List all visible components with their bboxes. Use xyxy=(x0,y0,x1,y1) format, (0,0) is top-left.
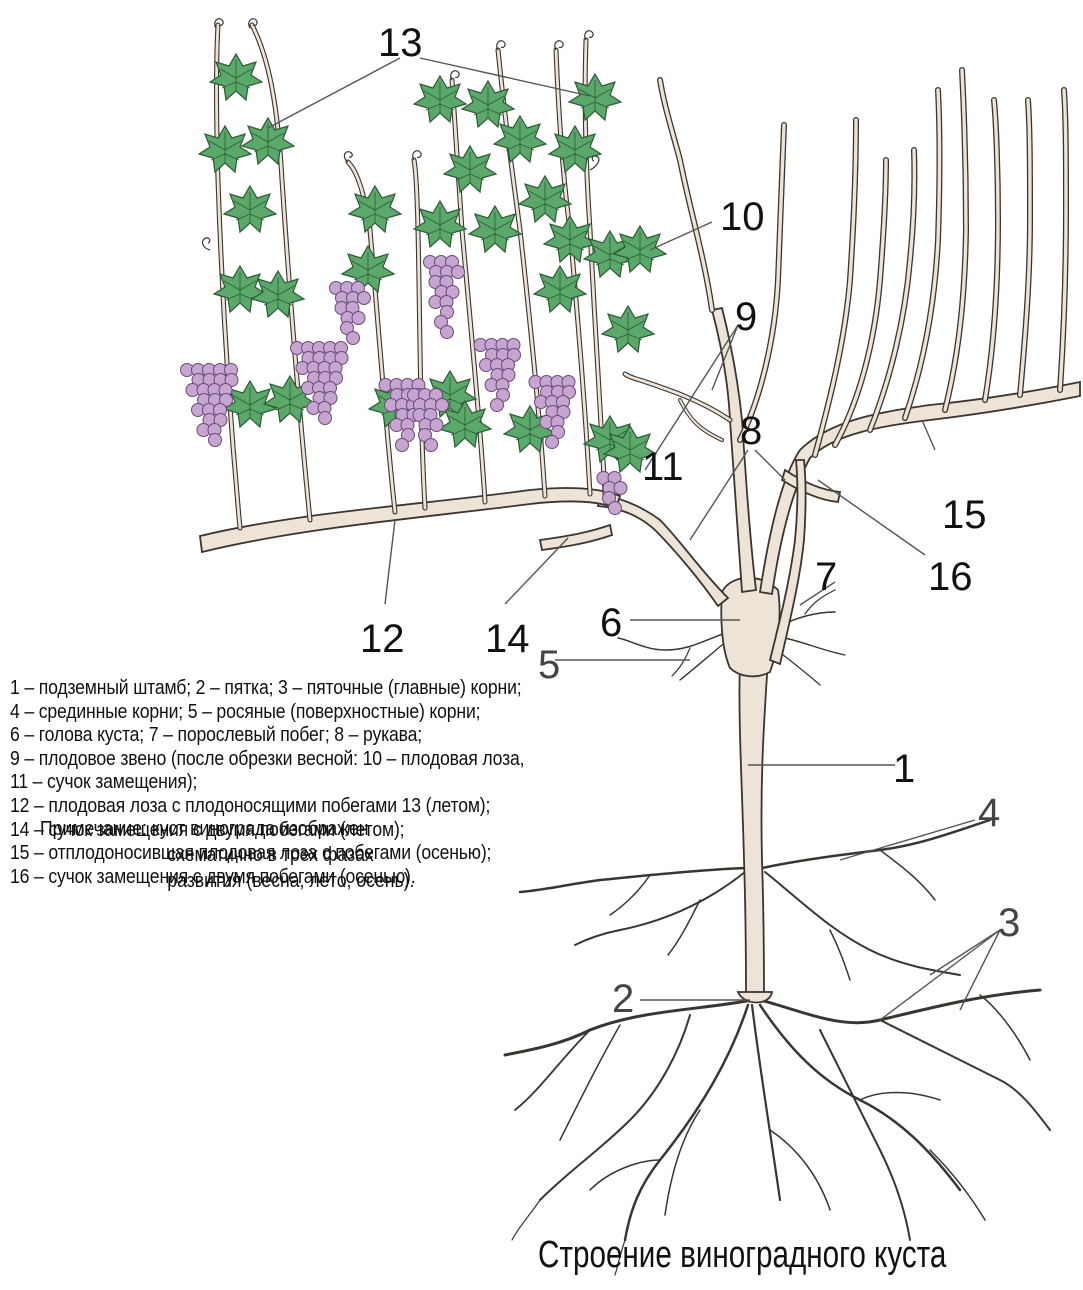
callout-6: 6 xyxy=(600,601,622,645)
callout-9: 9 xyxy=(735,295,757,339)
legend-line: 6 – голова куста; 7 – порослевый побег; … xyxy=(10,723,578,747)
grape-berry xyxy=(614,482,627,495)
callout-8: 8 xyxy=(740,409,762,453)
grape-cluster xyxy=(330,282,371,345)
grape-berry xyxy=(609,502,622,515)
grape-cluster xyxy=(181,364,239,447)
callout-16: 16 xyxy=(928,555,973,599)
note: Примечание: куст винограда изображен схе… xyxy=(40,816,487,894)
callout-10: 10 xyxy=(720,195,765,239)
legend-line: 1 – подземный штамб; 2 – пятка; 3 – пято… xyxy=(10,676,578,700)
grape-berry xyxy=(441,326,454,339)
grape-cluster xyxy=(424,256,465,339)
grape-berry xyxy=(319,412,332,425)
grape-berry xyxy=(452,266,465,279)
callout-14: 14 xyxy=(485,617,530,661)
callout-1: 1 xyxy=(893,747,915,791)
grape-berry xyxy=(358,292,371,305)
grape-berry xyxy=(491,399,504,412)
callout-4: 4 xyxy=(978,791,1000,835)
callout-11: 11 xyxy=(642,445,684,489)
note-line-3: развития (весна, лето, осень). xyxy=(40,868,487,894)
grape-berry xyxy=(352,312,365,325)
callout-2: 2 xyxy=(612,977,634,1021)
legend-line: 11 – сучок замещения); xyxy=(10,770,578,794)
callout-3: 3 xyxy=(998,901,1020,945)
note-line-1: Примечание: куст винограда изображен xyxy=(40,816,487,842)
legend-line: 9 – плодовое звено (после обрезки весной… xyxy=(10,747,578,771)
grape-berry xyxy=(546,436,559,449)
roots xyxy=(505,590,1050,1275)
grape-berry xyxy=(430,419,443,432)
trunk xyxy=(200,308,1080,1003)
callout-12: 12 xyxy=(360,617,405,661)
callout-13: 13 xyxy=(378,21,423,65)
grape-berry xyxy=(209,434,222,447)
callout-15: 15 xyxy=(942,493,987,537)
grape-berry xyxy=(425,439,438,452)
legend-line: 12 – плодовая лоза с плодоносящими побег… xyxy=(10,794,578,818)
note-line-2: схематично в трех фазах xyxy=(40,842,487,868)
grape-berry xyxy=(436,399,449,412)
legend-line: 4 – срединные корни; 5 – росяные (поверх… xyxy=(10,700,578,724)
callout-7: 7 xyxy=(815,555,837,599)
diagram-title: Строение виноградного куста xyxy=(538,1234,946,1277)
grape-berry xyxy=(347,332,360,345)
grape-berry xyxy=(396,439,409,452)
grape-cluster xyxy=(474,339,521,412)
